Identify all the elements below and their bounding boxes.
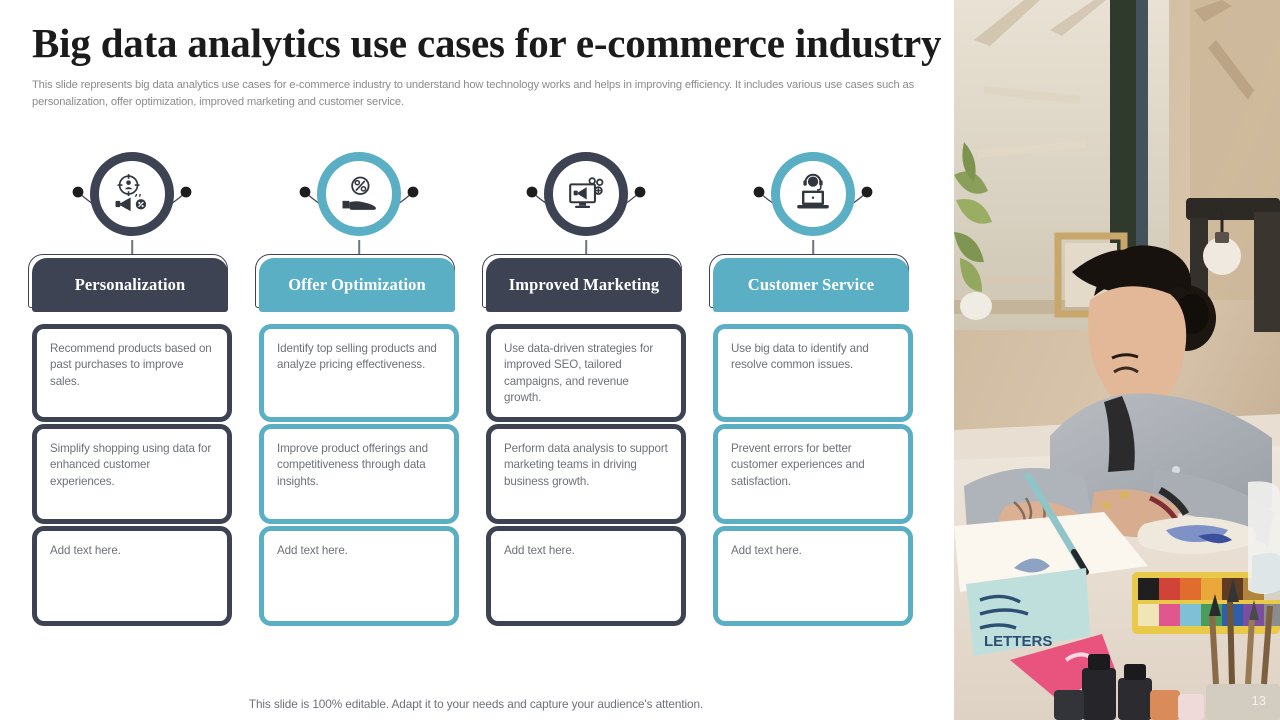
column-title-bar-wrap: Offer Optimization [255, 254, 459, 316]
hand-discount-percent-icon [342, 176, 376, 210]
column-title-bar-wrap: Personalization [28, 254, 232, 316]
decorative-photo: LETTERS [954, 0, 1280, 720]
text-card[interactable]: Add text here. [259, 526, 459, 626]
icon-badge-assembly [32, 152, 232, 270]
card-text: Recommend products based on past purchas… [50, 342, 212, 388]
column-title-label: Customer Service [747, 275, 875, 294]
column-cards: Use data-driven strategies for improved … [486, 324, 686, 626]
card-text: Prevent errors for better customer exper… [731, 442, 865, 488]
column-title-bar[interactable]: Customer Service [713, 258, 909, 312]
card-text: Identify top selling products and analyz… [277, 342, 437, 372]
icon-badge-ring [90, 152, 174, 236]
support-agent-laptop-icon [797, 173, 829, 209]
card-text: Add text here. [731, 544, 802, 557]
column-title-bar[interactable]: Offer Optimization [259, 258, 455, 312]
text-card[interactable]: Simplify shopping using data for enhance… [32, 424, 232, 524]
use-case-column-customer-service: Customer Service Use big data to identif… [709, 152, 913, 652]
column-title-bar-wrap: Customer Service [709, 254, 913, 316]
icon-badge-ring [771, 152, 855, 236]
icon-badge-assembly [713, 152, 913, 270]
icon-badge-assembly [486, 152, 686, 270]
monitor-megaphone-icon [569, 177, 604, 209]
icon-badge-ring [317, 152, 401, 236]
text-card[interactable]: Add text here. [32, 526, 232, 626]
card-text: Add text here. [50, 544, 121, 557]
text-card[interactable]: Improve product offerings and competitiv… [259, 424, 459, 524]
column-title-bar[interactable]: Personalization [32, 258, 228, 312]
icon-badge-assembly [259, 152, 459, 270]
column-cards: Recommend products based on past purchas… [32, 324, 232, 626]
column-title-bar[interactable]: Improved Marketing [486, 258, 682, 312]
text-card[interactable]: Use data-driven strategies for improved … [486, 324, 686, 422]
card-text: Simplify shopping using data for enhance… [50, 442, 212, 488]
text-card[interactable]: Prevent errors for better customer exper… [713, 424, 913, 524]
card-text: Improve product offerings and competitiv… [277, 442, 428, 488]
svg-text:LETTERS: LETTERS [984, 633, 1052, 650]
card-text: Use big data to identify and resolve com… [731, 342, 869, 372]
card-text: Add text here. [277, 544, 348, 557]
column-cards: Use big data to identify and resolve com… [713, 324, 913, 626]
text-card[interactable]: Add text here. [486, 526, 686, 626]
slide-subtitle: This slide represents big data analytics… [32, 79, 915, 108]
use-case-columns: Personalization Recommend products based… [28, 152, 930, 652]
use-case-column-personalization: Personalization Recommend products based… [28, 152, 232, 652]
use-case-column-improved-marketing: Improved Marketing Use data-driven strat… [482, 152, 686, 652]
use-case-column-offer-optimization: Offer Optimization Identify top selling … [255, 152, 459, 652]
text-card[interactable]: Perform data analysis to support marketi… [486, 424, 686, 524]
target-customer-megaphone-icon [115, 174, 147, 212]
page-number: 13 [1251, 693, 1266, 708]
card-text: Add text here. [504, 544, 575, 557]
photo-gutter [944, 0, 954, 720]
editable-note: This slide is 100% editable. Adapt it to… [248, 697, 704, 711]
text-card[interactable]: Identify top selling products and analyz… [259, 324, 459, 422]
page-title: Big data analytics use cases for e-comme… [32, 20, 942, 66]
text-card[interactable]: Recommend products based on past purchas… [32, 324, 232, 422]
column-title-bar-wrap: Improved Marketing [482, 254, 686, 316]
column-cards: Identify top selling products and analyz… [259, 324, 459, 626]
photo-illustration: LETTERS [954, 0, 1280, 720]
column-title-label: Personalization [74, 275, 186, 294]
column-title-label: Improved Marketing [508, 275, 660, 294]
slide-header: Big data analytics use cases for e-comme… [0, 0, 952, 110]
text-card[interactable]: Add text here. [713, 526, 913, 626]
card-text: Perform data analysis to support marketi… [504, 442, 668, 488]
column-title-label: Offer Optimization [288, 275, 426, 294]
icon-badge-ring [544, 152, 628, 236]
text-card[interactable]: Use big data to identify and resolve com… [713, 324, 913, 422]
card-text: Use data-driven strategies for improved … [504, 342, 654, 405]
